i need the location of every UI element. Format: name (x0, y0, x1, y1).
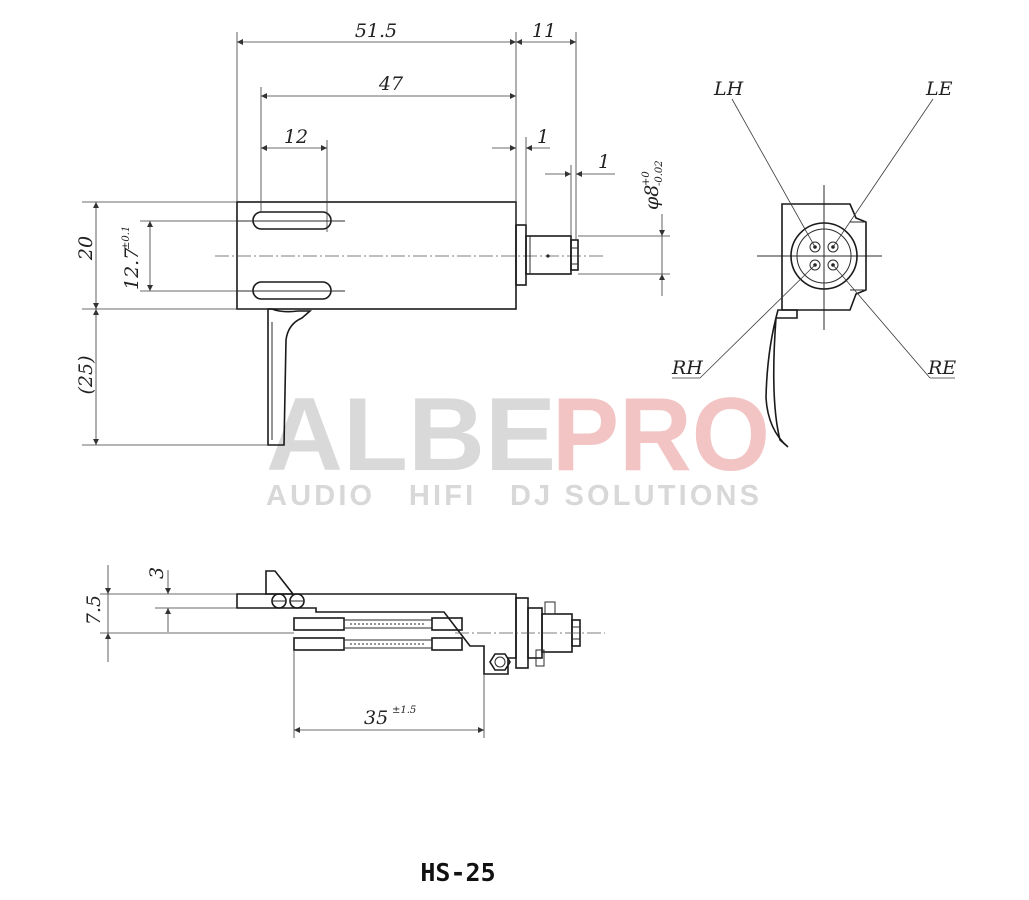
leader-le (832, 98, 934, 248)
dim-finger-lift: (25) (75, 355, 97, 394)
dim-overall-length: 51.5 (355, 20, 397, 42)
side-view: 7.5 3 35 ±1.5 (83, 565, 605, 738)
dim-slot-spacing-tol: ±0.1 (121, 226, 132, 250)
dim-pin-diameter: φ8 (641, 185, 663, 210)
dim-pin-diameter-tol-upper: +0 (641, 171, 652, 186)
dim-slot-spacing: 12.7 (121, 247, 143, 290)
watermark-brand-right: PRO (552, 377, 770, 493)
top-view: 51.5 11 47 12 1 1 20 (25) 12.7 ±0.1 φ8 +… (75, 20, 670, 446)
pin-lh (809, 241, 821, 253)
pin-label-le: LE (925, 78, 953, 100)
dim-pin-step: 1 (598, 151, 610, 173)
dim-body-length: 47 (378, 73, 404, 95)
pin-tip (570, 239, 579, 271)
end-view: LH LE RH RE (671, 78, 956, 448)
side-shell (236, 593, 517, 675)
lead-lower-left (293, 637, 345, 651)
pin-le (827, 241, 839, 253)
pin-rh (809, 259, 821, 271)
dim-side-height: 7.5 (83, 595, 105, 625)
leader-rh (699, 264, 816, 379)
dim-body-height: 20 (75, 236, 97, 261)
dim-lead-length-tol: ±1.5 (392, 705, 416, 716)
dim-flange: 1 (537, 126, 549, 148)
pin-re (827, 259, 839, 271)
headshell-body (236, 201, 517, 310)
watermark: ALBE PRO AUDIO HIFI DJ SOLUTIONS (266, 377, 770, 512)
connector-flange (515, 224, 527, 286)
watermark-brand-left: ALBE (266, 377, 556, 493)
dim-side-offset: 3 (146, 567, 168, 579)
end-view-finger-lift (765, 309, 798, 448)
leader-re (832, 264, 931, 379)
watermark-tagline: AUDIO HIFI DJ SOLUTIONS (266, 480, 760, 512)
dim-slot-offset: 12 (284, 126, 308, 148)
pin-label-lh: LH (713, 78, 744, 100)
pin-label-rh: RH (671, 357, 703, 379)
pin-label-re: RE (927, 357, 956, 379)
side-finger-lift (265, 570, 295, 595)
finger-lift (267, 308, 313, 446)
model-name: HS-25 (420, 858, 495, 887)
dim-pin-diameter-tol-lower: -0.02 (654, 160, 665, 186)
end-view-connector-outer (790, 222, 858, 290)
side-hex-nut (489, 653, 511, 671)
dim-connector-length: 11 (532, 20, 556, 42)
dim-lead-length: 35 (364, 707, 388, 729)
leader-lh (731, 98, 816, 248)
lead-upper-left (293, 617, 345, 631)
